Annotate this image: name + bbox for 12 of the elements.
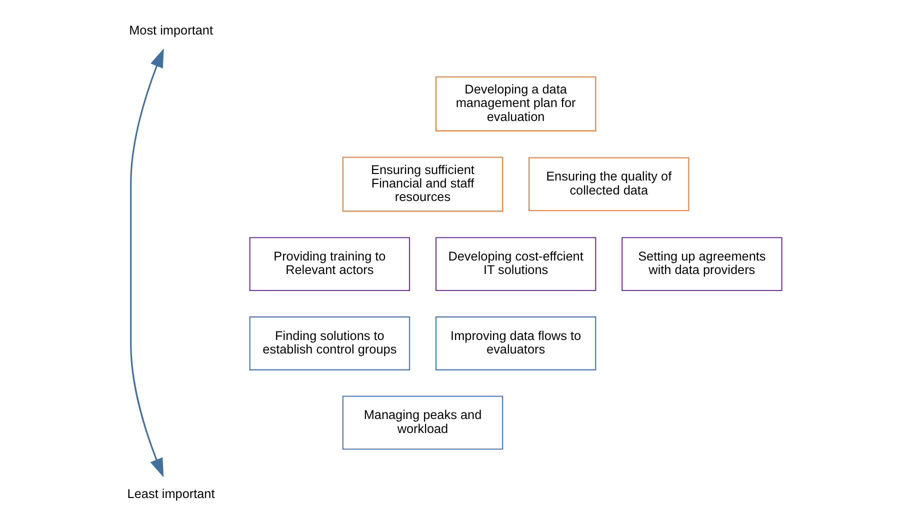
node-text: Least important: [127, 486, 215, 501]
node-box: Improving data flows to evaluators: [435, 316, 596, 370]
node-box: Finding solutions to establish control groups: [249, 316, 410, 370]
node-box: Providing training to Relevant actors: [249, 237, 410, 292]
node-text: Most important: [129, 24, 213, 38]
node-box: Developing a data management plan for evaluation: [435, 76, 596, 132]
node-box: Ensuring the quality of collected data: [528, 157, 690, 212]
node-box: Developing cost-effcient IT solutions: [435, 237, 596, 292]
arrow: [130, 48, 164, 478]
node-box: Ensuring sufficient Financial and staff resources: [342, 156, 504, 212]
node-box: Managing peaks and workload: [342, 396, 504, 450]
node-box: Setting up agreements with data providers: [622, 237, 782, 292]
